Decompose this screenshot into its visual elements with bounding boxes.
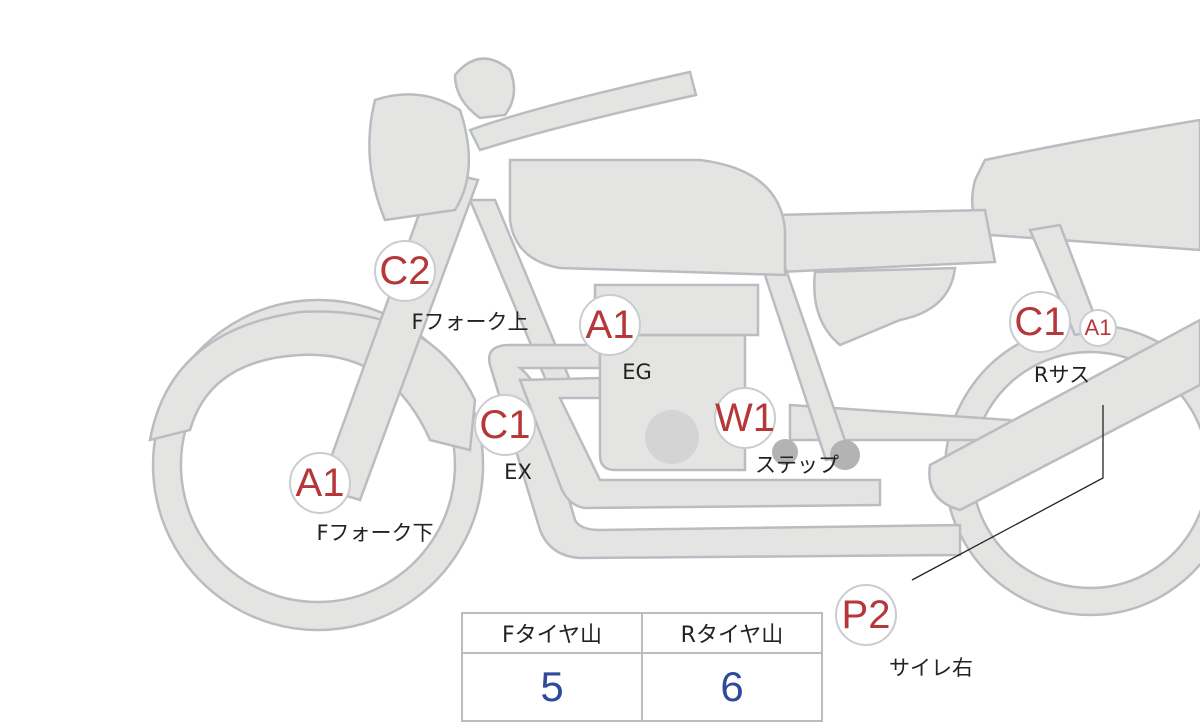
tire-tread-table: Fタイヤ山 Rタイヤ山 5 6: [461, 612, 823, 722]
footpeg: [772, 439, 798, 465]
exhaust-pipe-lower: [487, 343, 962, 560]
rear-tire-value: 6: [641, 652, 823, 722]
marker-label-fork-upper: Fフォーク上: [411, 310, 529, 334]
headlight: [368, 93, 471, 222]
front-tire-value: 5: [461, 652, 643, 722]
marker-label-fork-lower: Fフォーク下: [316, 521, 434, 545]
engine-block: [598, 333, 747, 472]
marker-label-muffler-right: サイレ右: [889, 656, 973, 680]
front-tire-header: Fタイヤ山: [461, 612, 643, 654]
marker-badge-rear-suspension-extra[interactable]: A1: [1079, 309, 1117, 347]
rear-tire-header: Rタイヤ山: [641, 612, 823, 654]
leader-line: [911, 405, 1104, 581]
side-cover: [773, 208, 997, 274]
exhaust-pipe-upper: [518, 376, 882, 510]
marker-badge-exhaust[interactable]: C1: [474, 394, 536, 456]
rear-cowl: [970, 118, 1200, 252]
footpeg-rear: [830, 440, 860, 470]
battery-cover: [813, 266, 957, 347]
marker-badge-step[interactable]: W1: [714, 387, 776, 449]
marker-badge-fork-upper[interactable]: C2: [374, 240, 436, 302]
handlebar: [468, 70, 698, 152]
mirror-stem: [453, 57, 516, 120]
marker-badge-engine[interactable]: A1: [579, 294, 641, 356]
marker-label-rear-suspension: Rサス: [1033, 363, 1091, 387]
muffler: [928, 318, 1200, 512]
marker-label-engine: EG: [622, 360, 652, 384]
marker-badge-muffler-right[interactable]: P2: [835, 584, 897, 646]
marker-label-exhaust: EX: [504, 460, 532, 484]
marker-badge-fork-lower[interactable]: A1: [289, 452, 351, 514]
engine-cover: [645, 410, 699, 464]
marker-label-step: ステップ: [755, 453, 839, 477]
marker-badge-rear-suspension[interactable]: C1: [1009, 291, 1071, 353]
fuel-tank: [508, 158, 787, 277]
